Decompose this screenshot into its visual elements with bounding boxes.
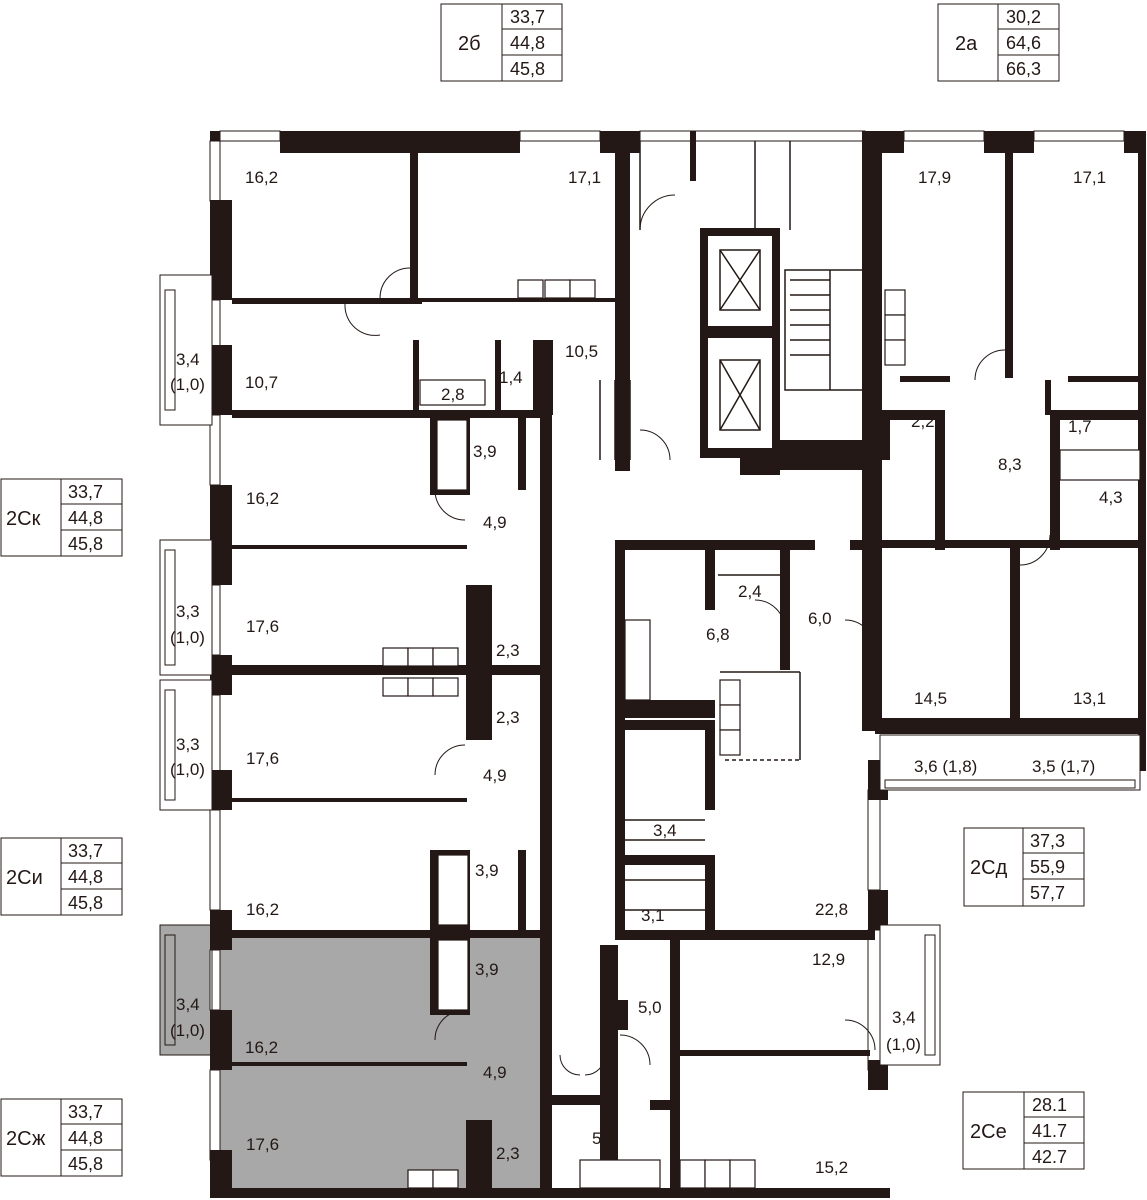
balcony-area-label: 3,4: [176, 350, 200, 369]
room-area-label: 17,6: [246, 1135, 279, 1154]
legend-value: 55,9: [1030, 857, 1065, 877]
room-area-label: 15,2: [815, 1158, 848, 1177]
room-area-label: 17,1: [1073, 168, 1106, 187]
legend-box-2se[interactable]: 2Се 28.1 41.7 42.7: [962, 1091, 1085, 1170]
balcony-area-label: (1,0): [170, 628, 205, 647]
legend-box-2sg[interactable]: 2Сж 33,7 44,8 45,8: [0, 1098, 123, 1177]
room-area-label: 10,7: [245, 373, 278, 392]
balcony-area-label: (1,0): [170, 760, 205, 779]
room-area-label: 2,3: [496, 1144, 520, 1163]
room-area-label: 3,1: [641, 906, 665, 925]
legend-value: 41.7: [1032, 1121, 1067, 1141]
room-area-label: 6,0: [808, 609, 832, 628]
room-area-label: 12,9: [812, 950, 845, 969]
interior-walls: [232, 131, 1145, 1195]
legend-box-2b[interactable]: 2б 33,7 44,8 45,8: [440, 3, 563, 82]
balcony-area-label: 3,3: [176, 602, 200, 621]
legend-value: 30,2: [1006, 7, 1041, 27]
legend-value: 44,8: [510, 33, 545, 53]
legend-value: 42.7: [1032, 1147, 1067, 1167]
room-area-label: 3,9: [473, 442, 497, 461]
legend-value: 45,8: [68, 893, 103, 913]
balcony-area-label: 3,4: [892, 1008, 916, 1027]
legend-value: 45,8: [68, 1154, 103, 1174]
balcony-area-label: (1,0): [886, 1035, 921, 1054]
room-area-label: 4,3: [1099, 488, 1123, 507]
room-area-label: 3,9: [475, 861, 499, 880]
room-area-label: 16,2: [245, 168, 278, 187]
room-area-label: 22,8: [815, 900, 848, 919]
legend-value: 44,8: [68, 508, 103, 528]
balcony-area-label: (1,0): [170, 375, 205, 394]
legend-value: 33,7: [68, 841, 103, 861]
legend-box-2sd[interactable]: 2Сд 37,3 55,9 57,7: [963, 827, 1085, 907]
room-area-label: 5,0: [638, 998, 662, 1017]
room-area-label: 17,6: [246, 617, 279, 636]
room-area-label: 17,6: [246, 749, 279, 768]
room-area-label: 17,1: [568, 168, 601, 187]
legend-value: 45,8: [68, 534, 103, 554]
room-area-label: 10,5: [565, 342, 598, 361]
legend-value: 37,3: [1030, 831, 1065, 851]
room-labels: 16,2 17,1 17,9 17,1 3,4 (1,0) 10,7 10,5 …: [170, 168, 1123, 1177]
balconies-right: [879, 734, 1141, 1066]
room-area-label: 8,3: [998, 455, 1022, 474]
doors: [344, 194, 1051, 1076]
legend-name: 2Сж: [6, 1128, 46, 1150]
room-area-label: 2,2: [911, 412, 935, 431]
legend-value: 45,8: [510, 59, 545, 79]
balconies-left: [159, 274, 213, 1056]
room-area-label: 2,3: [496, 641, 520, 660]
legend-name: 2Се: [970, 1121, 1007, 1143]
room-area-label: 5,6: [592, 1129, 616, 1148]
room-area-label: 3,9: [475, 960, 499, 979]
legend-box-2a[interactable]: 2а 30,2 64,6 66,3: [937, 3, 1060, 82]
room-area-label: 16,2: [246, 900, 279, 919]
balcony-area-label: 3,4: [176, 995, 200, 1014]
legend-box-2si[interactable]: 2Си 33,7 44,8 45,8: [0, 837, 123, 916]
balcony-area-label: 3,3: [176, 735, 200, 754]
legend-name: 2Ск: [6, 508, 41, 530]
room-area-label: 6,8: [706, 625, 730, 644]
fixtures: [382, 279, 1141, 1189]
legend-box-2sk[interactable]: 2Ск 33,7 44,8 45,8: [0, 478, 123, 557]
legend-name: 2б: [458, 33, 481, 55]
legend-value: 57,7: [1030, 883, 1065, 903]
room-area-label: 2,4: [738, 582, 762, 601]
legend-name: 2Сд: [970, 857, 1008, 879]
legend-value: 66,3: [1006, 59, 1041, 79]
room-area-label: 17,9: [918, 168, 951, 187]
legend-value: 33,7: [510, 7, 545, 27]
balcony-area-label: 3,5 (1,7): [1032, 757, 1095, 776]
balcony-area-label: 3,6 (1,8): [914, 757, 977, 776]
legend-name: 2Си: [6, 867, 43, 889]
room-area-label: 4,9: [483, 513, 507, 532]
legend-value: 44,8: [68, 1128, 103, 1148]
room-area-label: 1,4: [499, 368, 523, 387]
balcony-area-label: (1,0): [170, 1021, 205, 1040]
legend-value: 44,8: [68, 867, 103, 887]
room-area-label: 2,3: [496, 708, 520, 727]
room-area-label: 16,2: [245, 1038, 278, 1057]
legend-value: 28.1: [1032, 1095, 1067, 1115]
legend-value: 33,7: [68, 1102, 103, 1122]
highlighted-balcony[interactable]: [160, 925, 215, 1055]
room-area-label: 4,9: [483, 1063, 507, 1082]
room-area-label: 4,9: [483, 766, 507, 785]
legend-value: 33,7: [68, 482, 103, 502]
detail-lines: [599, 141, 866, 911]
room-area-label: 13,1: [1073, 689, 1106, 708]
room-area-label: 14,5: [914, 689, 947, 708]
room-area-label: 2,8: [441, 385, 465, 404]
legend-name: 2а: [955, 33, 978, 55]
room-area-label: 3,4: [653, 821, 677, 840]
legend-value: 64,6: [1006, 33, 1041, 53]
room-area-label: 1,7: [1068, 417, 1092, 436]
room-area-label: 16,2: [246, 489, 279, 508]
